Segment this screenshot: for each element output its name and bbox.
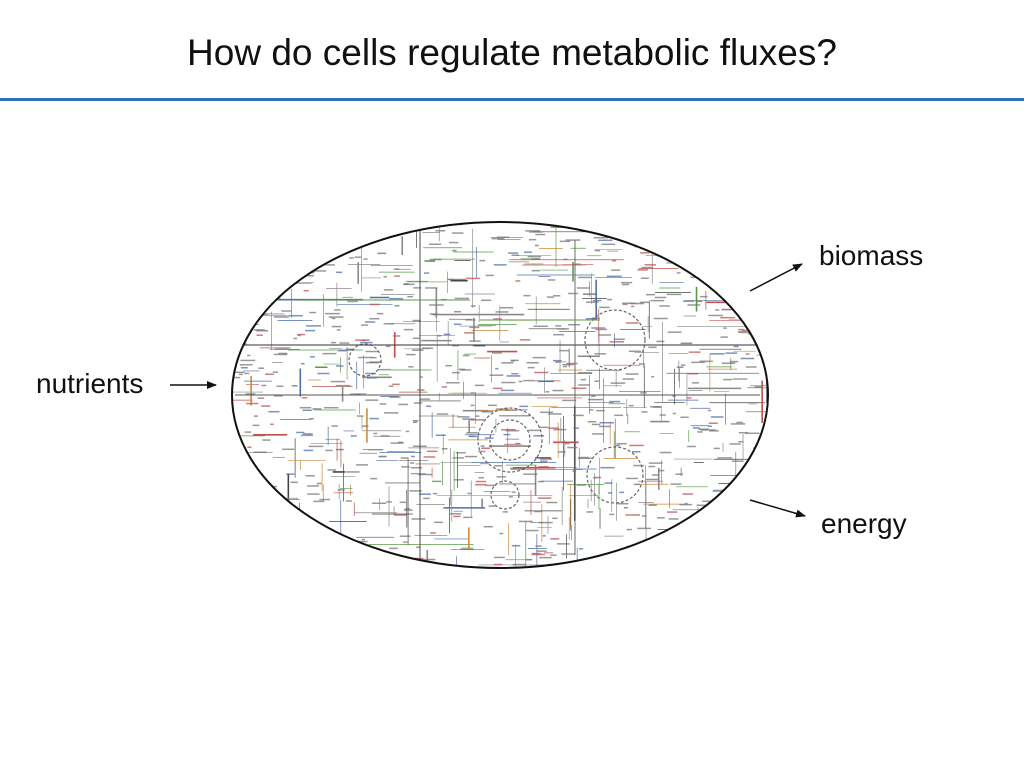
nutrients-label: nutrients xyxy=(36,368,144,399)
energy-label: energy xyxy=(821,508,907,539)
slide-title: How do cells regulate metabolic fluxes? xyxy=(187,32,837,73)
energy-arrow xyxy=(749,499,806,518)
title-divider xyxy=(0,98,1024,101)
biomass-label: biomass xyxy=(819,240,924,271)
biomass-arrow xyxy=(749,263,803,292)
cell-outline xyxy=(231,221,769,569)
